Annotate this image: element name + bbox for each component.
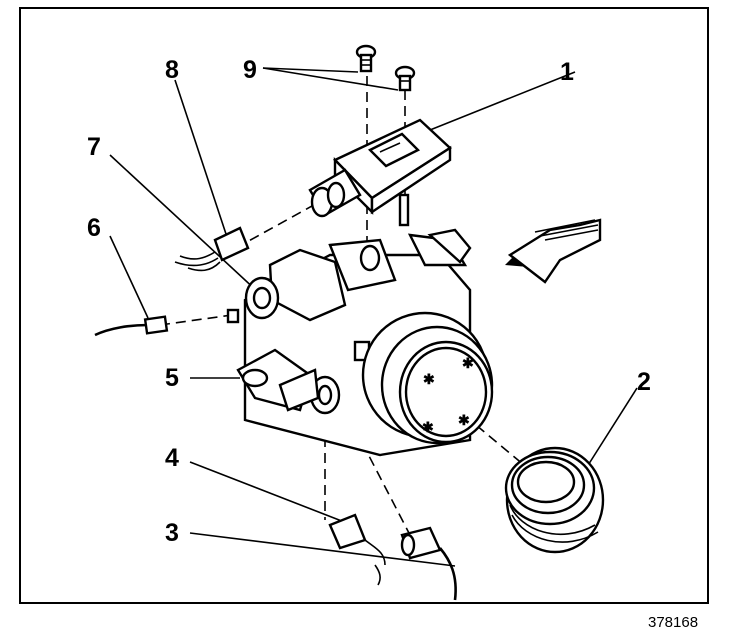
callout-labels: 1 2 3 4 5 6 7 8 9: [87, 56, 651, 547]
sensor-module-1: [308, 118, 452, 227]
seal-2: [504, 446, 605, 554]
throttle-bore: ✱ ✱ ✱ ✱: [361, 311, 494, 445]
throttle-body: [236, 228, 472, 457]
callout-6: 6: [87, 214, 101, 242]
callout-7: 7: [87, 133, 101, 161]
svg-text:✱: ✱: [458, 412, 470, 428]
svg-text:✱: ✱: [423, 371, 435, 387]
leader-lines: [109, 67, 638, 567]
sensor-6: [94, 308, 240, 337]
callout-8: 8: [165, 56, 179, 84]
connector-8: [174, 226, 250, 272]
connector-3: [400, 526, 457, 601]
connector-4: [328, 513, 386, 586]
callout-5: 5: [165, 364, 179, 392]
figure-id: 378168: [648, 614, 698, 631]
callout-4: 4: [165, 444, 179, 472]
callout-1: 1: [560, 58, 574, 86]
svg-text:✱: ✱: [422, 419, 434, 435]
callout-2: 2: [637, 368, 651, 396]
svg-text:✱: ✱: [462, 355, 474, 371]
screw-9-left: [355, 44, 377, 73]
screw-9-right: [394, 65, 416, 92]
callout-9: 9: [243, 56, 257, 84]
airflow-arrow: [505, 218, 602, 284]
callout-3: 3: [165, 519, 179, 547]
